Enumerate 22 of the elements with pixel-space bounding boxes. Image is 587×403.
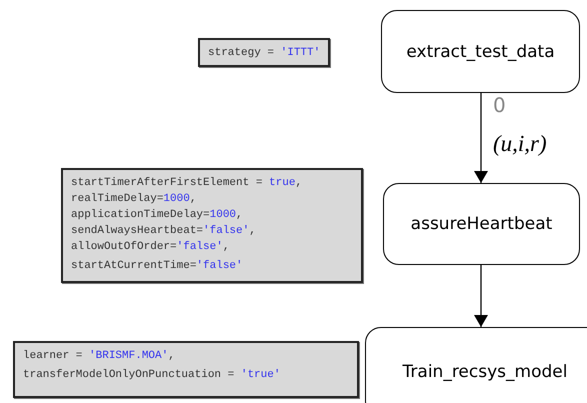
code-note-box [61,168,363,283]
arrow [474,265,488,327]
arrow [474,93,488,183]
node-label: extract_test_data [406,42,555,62]
code-line: transferModelOnlyOnPunctuation = 'true' [23,368,282,383]
process-box [383,183,580,265]
code-line: realTimeDelay=1000, [71,192,198,207]
code-line: applicationTimeDelay=1000, [71,208,244,223]
code-line: startAtCurrentTime='false' [71,259,244,274]
code-line: strategy = 'ITTT' [208,46,320,61]
node-label: assureHeartbeat [410,214,552,234]
node-label: Train_recsys_model [402,362,568,382]
code-note-box [13,341,359,398]
edge-label: (u,i,r) [493,131,547,157]
code-line: learner = 'BRISMF.MOA', [23,349,176,364]
process-box [381,10,580,93]
code-line: startTimerAfterFirstElement = true, [71,176,304,191]
code-line: allowOutOfOrder='false', [71,240,230,255]
port-number: 0 [493,93,506,117]
process-box [365,327,587,403]
code-note-box [198,38,330,67]
code-line: sendAlwaysHeartbeat='false', [71,224,257,239]
